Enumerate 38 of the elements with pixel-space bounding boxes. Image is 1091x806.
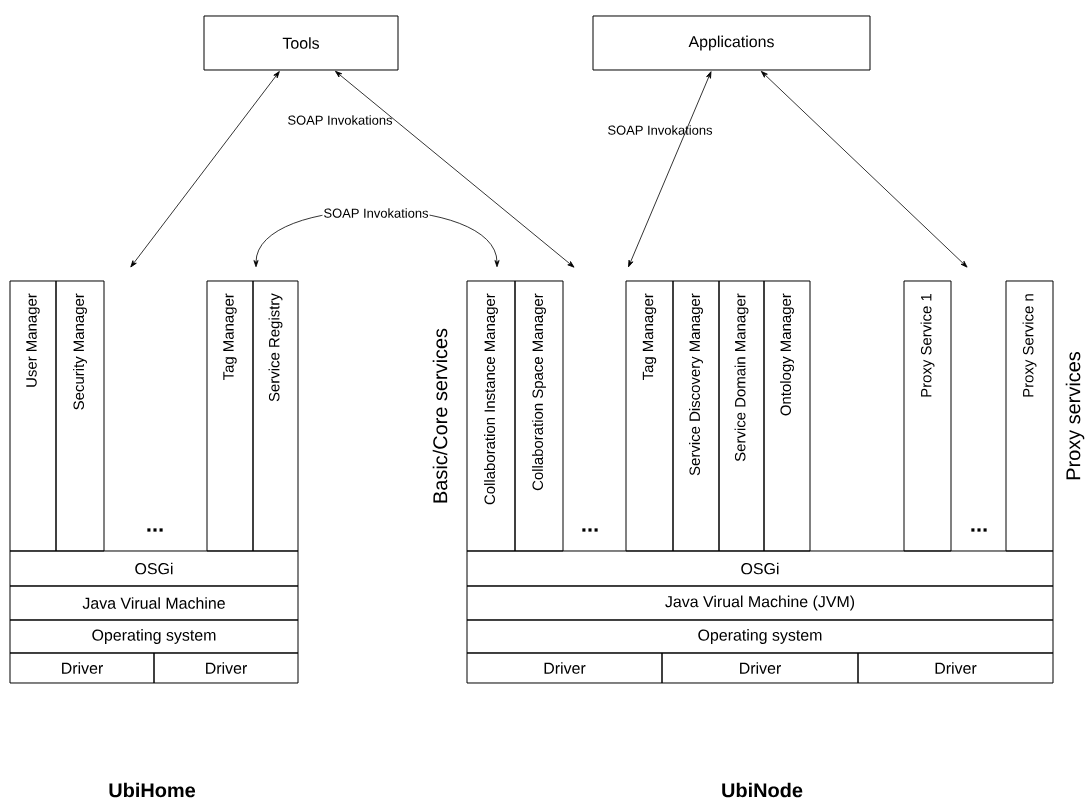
layer-box: Operating system	[9, 619, 299, 654]
layer-box: Driver	[857, 652, 1054, 684]
platform-title: UbiNode	[722, 782, 803, 798]
layer-box: OSGi	[466, 550, 1054, 587]
platform-title: UbiHome	[109, 782, 196, 798]
service-column: Service Registry	[252, 280, 299, 552]
arrow	[760, 70, 968, 268]
arrow	[628, 71, 712, 268]
layer-box: OSGi	[9, 550, 299, 587]
layer-box: Java Virual Machine (JVM)	[466, 585, 1054, 621]
ellipsis: ...	[971, 528, 987, 532]
service-column: Proxy Service 1	[903, 280, 952, 552]
service-column: Tag Manager	[206, 280, 254, 552]
service-column: Service Discovery Manager	[672, 280, 720, 552]
service-column: Ontology Manager	[763, 280, 811, 552]
arrow	[130, 71, 280, 268]
service-column: Security Manager	[55, 280, 105, 552]
service-column: Proxy Service n	[1005, 280, 1054, 552]
application-box: Applications	[592, 15, 871, 71]
layer-box: Driver	[153, 652, 299, 684]
arrow	[335, 70, 575, 268]
layer-box: Operating system	[466, 619, 1054, 654]
ellipsis: ...	[147, 528, 163, 532]
layer-box: Driver	[9, 652, 155, 684]
service-column: Tag Manager	[625, 280, 674, 552]
group-label: Basic/Core services	[432, 328, 448, 503]
layer-box: Driver	[661, 652, 859, 684]
tool-box: Tools	[203, 15, 399, 71]
service-column: Collaboration Space Manager	[514, 280, 564, 552]
layer-box: Java Virual Machine	[9, 585, 299, 621]
service-column: User Manager	[9, 280, 57, 552]
service-column: Service Domain Manager	[718, 280, 765, 552]
annotation-label: SOAP Invokations	[608, 125, 713, 135]
ellipsis: ...	[582, 528, 598, 532]
edge-label: SOAP Invokations	[324, 208, 429, 218]
annotation-label: SOAP Invokations	[288, 115, 393, 125]
layer-box: Driver	[466, 652, 663, 684]
service-column: Collaboration Instance Manager	[466, 280, 516, 552]
